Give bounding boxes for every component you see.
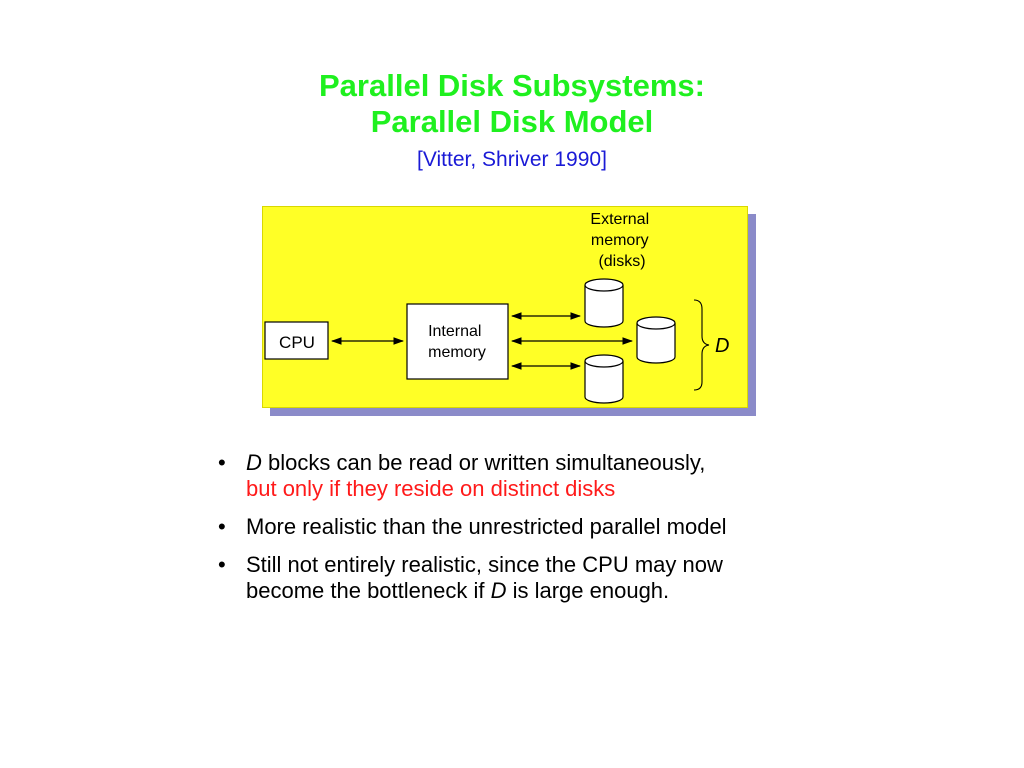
internal-label-line-1: Internal: [428, 323, 481, 340]
bullet-3-text-c: is large enough.: [506, 578, 670, 603]
brace: [693, 299, 710, 391]
citation: [Vitter, Shriver 1990]: [417, 148, 607, 171]
cpu-box: CPU: [264, 321, 329, 360]
slide-title: Parallel Disk Subsystems: Parallel Disk …: [0, 68, 1024, 140]
bullet-item: • More realistic than the unrestricted p…: [214, 514, 854, 540]
cpu-label: CPU: [279, 333, 315, 352]
internal-memory-box: Internal memory: [406, 303, 509, 380]
bullet-3-line-1: Still not entirely realistic, since the …: [246, 552, 723, 577]
title-line-1: Parallel Disk Subsystems:: [319, 68, 705, 103]
external-label-line-1: External: [590, 211, 649, 228]
title-line-2: Parallel Disk Model: [370, 104, 654, 139]
bullet-glyph: •: [218, 514, 226, 539]
bullet-item: • D blocks can be read or written simult…: [214, 450, 854, 502]
internal-label-line-2: memory: [428, 344, 486, 361]
disk-icon: [584, 354, 624, 404]
bullet-2-text: More realistic than the unrestricted par…: [246, 514, 727, 539]
disk-icon: [636, 316, 676, 364]
external-label-line-3: (disks): [598, 253, 645, 270]
bullet-glyph: •: [218, 552, 226, 577]
bullet-glyph: •: [218, 450, 226, 475]
disk-icon: [584, 278, 624, 328]
d-label: D: [715, 335, 729, 357]
bullet-3-text-b: become the bottleneck if: [246, 578, 491, 603]
external-label-line-2: memory: [591, 232, 649, 249]
external-memory-label: External memory (disks): [590, 211, 653, 270]
svg-text:Internal memory: Internal memory: [428, 323, 486, 361]
bullet-item: • Still not entirely realistic, since th…: [214, 552, 854, 604]
bullet-1-emphasis: but only if they reside on distinct disk…: [246, 476, 616, 501]
bullet-1-text: blocks can be read or written simultaneo…: [261, 450, 706, 475]
d-variable: D: [246, 450, 262, 475]
d-variable: D: [490, 578, 507, 603]
bullet-list: • D blocks can be read or written simult…: [214, 450, 854, 616]
